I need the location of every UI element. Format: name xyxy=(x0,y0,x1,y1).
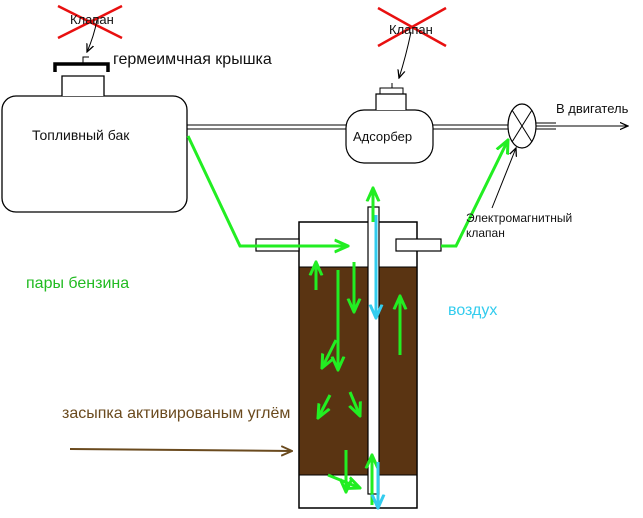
solenoid-valve-label: Электромагнитный клапан xyxy=(466,211,573,240)
valve-label: Клапан xyxy=(389,22,433,37)
air-flow xyxy=(376,215,378,508)
fuel-vapors-label: пары бензина xyxy=(26,275,130,292)
solenoid-valve-icon xyxy=(491,103,537,209)
charcoal-fill-label: засыпка активированым углём xyxy=(62,405,291,422)
air-label: воздух xyxy=(448,302,498,319)
adsorber-label: Адсорбер xyxy=(353,129,413,144)
crossed-out-valve-icon xyxy=(377,6,447,78)
crossed-out-valve-icon xyxy=(57,4,123,52)
to-engine-label: В двигатель xyxy=(556,101,629,116)
fuel-vapor-flow xyxy=(186,135,508,505)
adsorber xyxy=(345,83,434,164)
sealed-lid-label: гермеимчная крышка xyxy=(113,51,272,68)
fuel-line xyxy=(187,122,556,130)
fuel-tank xyxy=(1,75,188,213)
fuel-tank-label: Топливный бак xyxy=(32,127,130,143)
sealed-lid xyxy=(53,56,110,72)
valve-label: Клапан xyxy=(70,12,114,27)
adsorber-canister xyxy=(255,206,442,509)
charcoal-pointer-arrow xyxy=(69,449,292,451)
